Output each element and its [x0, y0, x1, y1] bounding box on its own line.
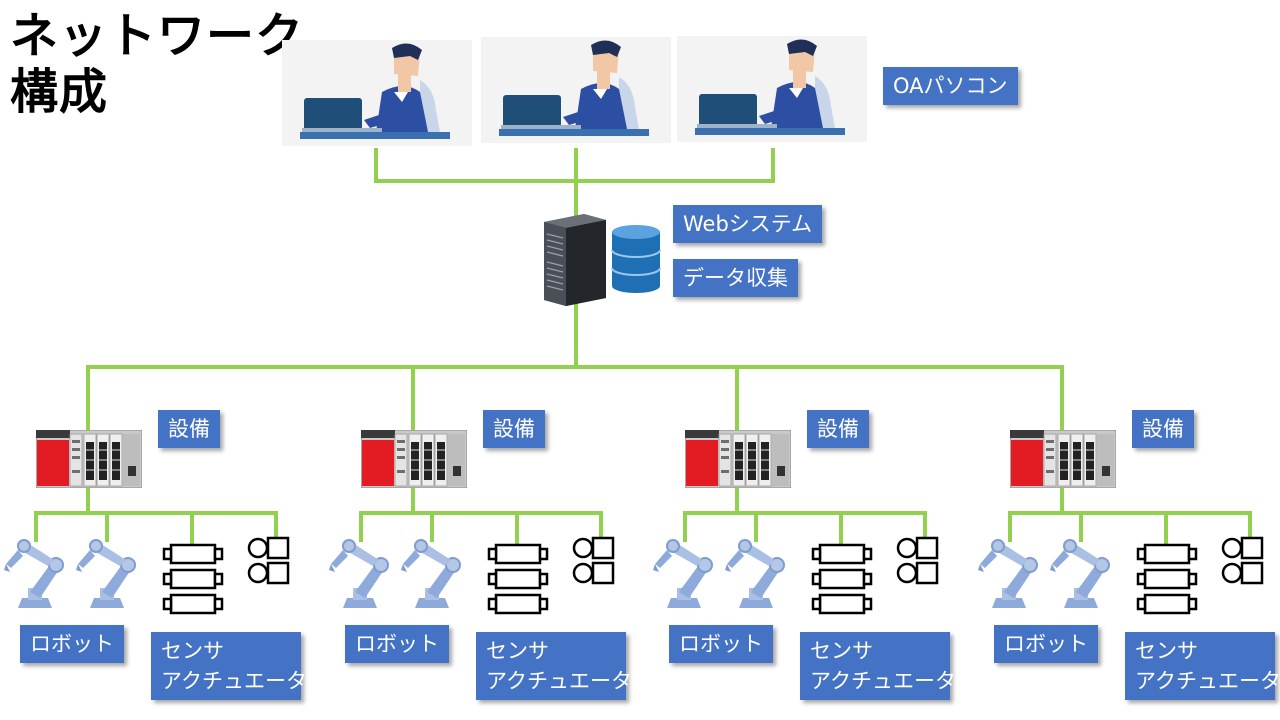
- oa-pc-1: [282, 40, 472, 146]
- person-at-laptop-icon: [695, 39, 845, 135]
- sensor-label-line-1: センサ: [161, 639, 224, 663]
- person-at-laptop-icon: [499, 40, 649, 136]
- equipment-label: 設備: [483, 410, 545, 448]
- robot-label: ロボット: [994, 625, 1098, 663]
- equipment-label: 設備: [1132, 410, 1194, 448]
- robot-arm-icon: [401, 539, 461, 608]
- robot-arm-icon: [76, 539, 136, 608]
- oa-pc-2: [481, 37, 671, 143]
- sensor-label-line-1: センサ: [1135, 639, 1198, 663]
- actuator-icon: [1221, 536, 1264, 585]
- title-line-1: ネットワーク: [10, 8, 305, 64]
- database-icon: [611, 225, 661, 293]
- actuator-icon: [572, 536, 615, 585]
- sensor-actuator-label: センサ アクチュエータ: [476, 632, 632, 700]
- plc-icon: [360, 429, 468, 489]
- sensor-stack: [1134, 541, 1200, 621]
- robot-1: [329, 538, 393, 614]
- sensor-stack: [160, 541, 226, 621]
- server-tower-icon: [544, 214, 606, 306]
- robot-1: [978, 538, 1042, 614]
- plc-icon: [35, 429, 143, 489]
- robot-arm-icon: [978, 539, 1038, 608]
- plc-icon: [684, 429, 792, 489]
- sensor-stack-icon: [487, 543, 549, 615]
- robot-arm-icon: [4, 539, 64, 608]
- plc-unit: [35, 429, 143, 492]
- oa-pc-3: [677, 36, 867, 142]
- robot-1: [4, 538, 68, 614]
- actuator-icon: [247, 536, 290, 585]
- plc-icon: [1009, 429, 1117, 489]
- equipment-label: 設備: [807, 410, 869, 448]
- plc-unit: [684, 429, 792, 492]
- sensor-stack-icon: [811, 543, 873, 615]
- sensor-label-line-1: センサ: [486, 639, 549, 663]
- actuator-pair: [571, 536, 617, 590]
- sensor-stack: [809, 541, 875, 621]
- person-at-laptop-icon: [300, 43, 450, 139]
- equipment-label: 設備: [158, 410, 220, 448]
- title-line-2: 構成: [10, 64, 109, 120]
- sensor-actuator-label: センサ アクチュエータ: [151, 632, 307, 700]
- sensor-label-line-2: アクチュエータ: [486, 669, 632, 693]
- actuator-icon: [896, 536, 939, 585]
- sensor-stack-icon: [1136, 543, 1198, 615]
- sensor-stack-icon: [162, 543, 224, 615]
- robot-arm-icon: [653, 539, 713, 608]
- robot-label: ロボット: [669, 625, 773, 663]
- oa-pc-label: OAパソコン: [883, 67, 1018, 105]
- actuator-pair: [895, 536, 941, 590]
- robot-label: ロボット: [20, 625, 124, 663]
- robot-2: [1050, 538, 1114, 614]
- robot-arm-icon: [725, 539, 785, 608]
- robot-arm-icon: [1050, 539, 1110, 608]
- actuator-pair: [246, 536, 292, 590]
- robot-1: [653, 538, 717, 614]
- actuator-pair: [1220, 536, 1266, 590]
- sensor-label-line-2: アクチュエータ: [1135, 669, 1280, 693]
- robot-2: [725, 538, 789, 614]
- sensor-actuator-label: センサ アクチュエータ: [800, 632, 956, 700]
- page-title: ネットワーク 構成: [10, 8, 304, 120]
- data-collection-label: データ収集: [673, 259, 798, 297]
- sensor-stack: [485, 541, 551, 621]
- web-system-label: Webシステム: [673, 205, 823, 243]
- plc-unit: [1009, 429, 1117, 492]
- robot-arm-icon: [329, 539, 389, 608]
- robot-label: ロボット: [345, 625, 449, 663]
- sensor-label-line-2: アクチュエータ: [810, 669, 956, 693]
- sensor-label-line-1: センサ: [810, 639, 873, 663]
- sensor-actuator-label: センサ アクチュエータ: [1125, 632, 1280, 700]
- robot-2: [76, 538, 140, 614]
- robot-2: [401, 538, 465, 614]
- sensor-label-line-2: アクチュエータ: [161, 669, 307, 693]
- plc-unit: [360, 429, 468, 492]
